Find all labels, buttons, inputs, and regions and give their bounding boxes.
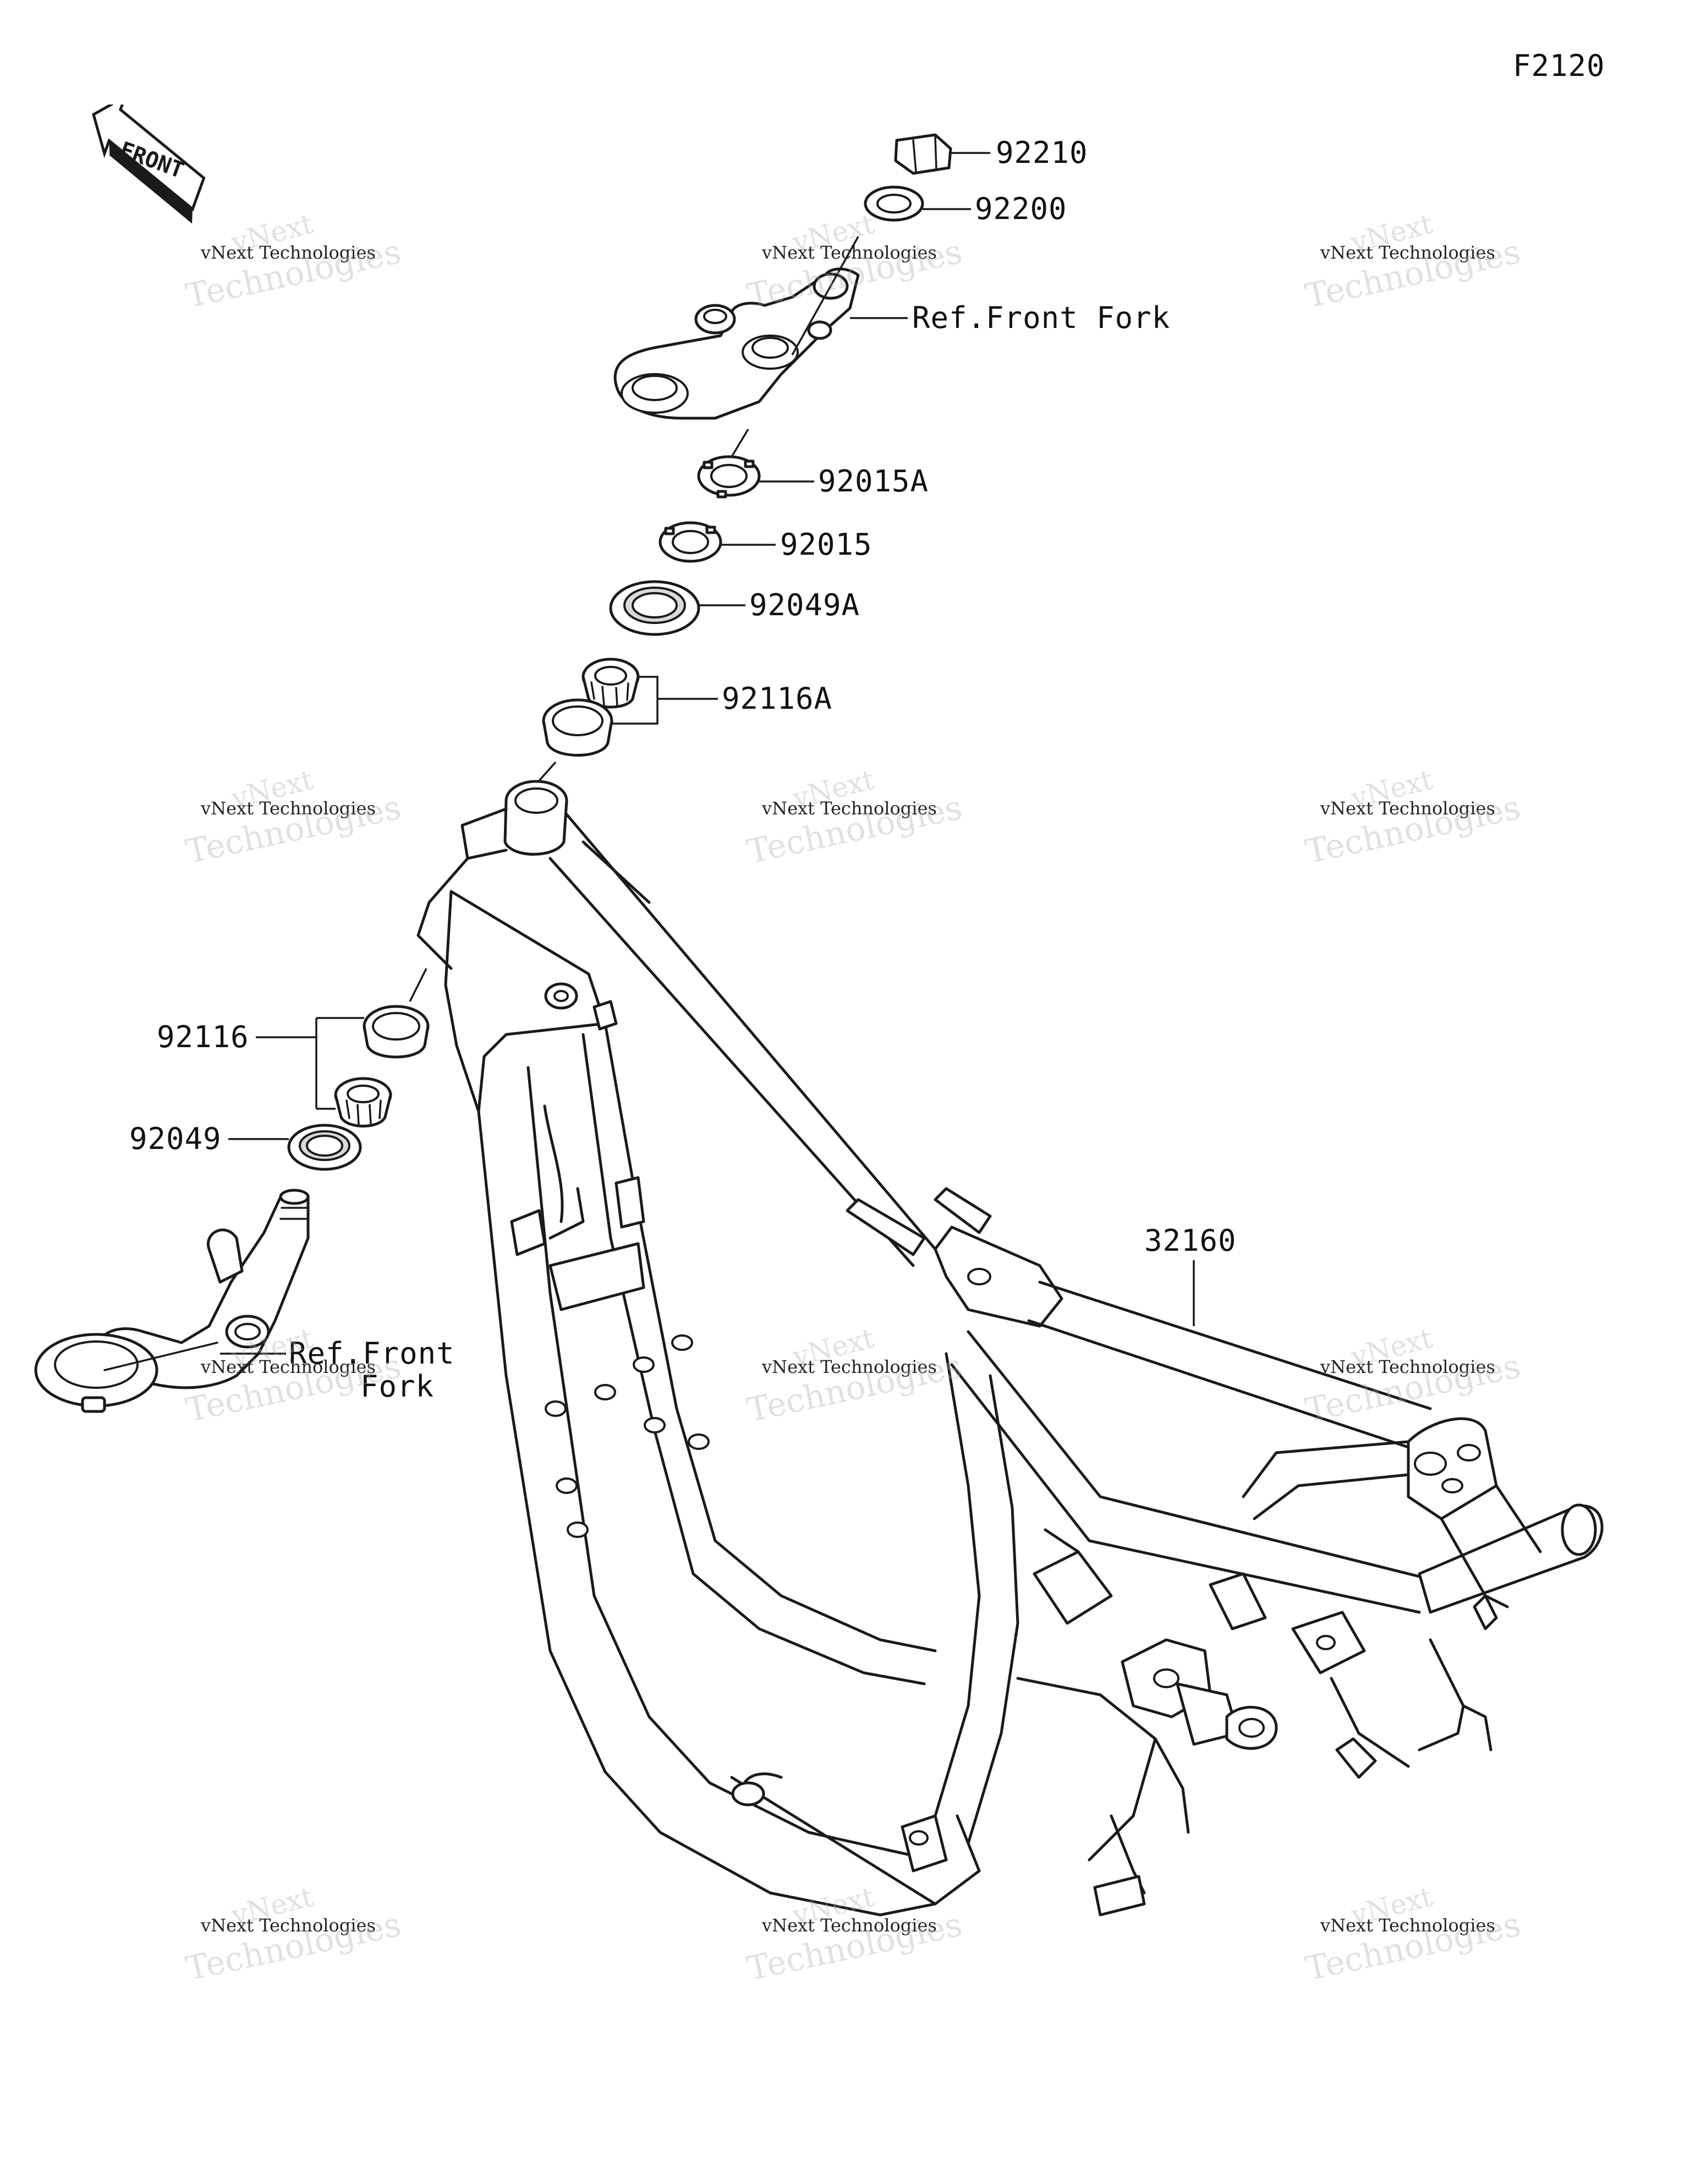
- callout-92116: 92116: [157, 1020, 249, 1054]
- callout-92116A: 92116A: [722, 681, 833, 716]
- leader-92116A: [612, 676, 718, 725]
- nut-92210: [894, 133, 952, 175]
- leader-92116: [256, 1017, 364, 1110]
- seal-92049: [287, 1124, 362, 1171]
- callout-92015A: 92015A: [818, 464, 929, 499]
- front-direction-arrow-icon: FRONT: [92, 105, 206, 224]
- frame-32160: [416, 780, 1604, 1917]
- callout-92049A: 92049A: [749, 588, 860, 622]
- locknut-92015: [659, 521, 722, 563]
- callout-92049: 92049: [129, 1121, 222, 1156]
- callout-92015: 92015: [780, 527, 873, 562]
- callout-ref-front-fork-lower-line1: Ref.Front: [289, 1336, 455, 1371]
- callout-92200: 92200: [975, 191, 1067, 226]
- bearing-92116-race: [363, 1005, 430, 1059]
- bearing-92116A-race: [542, 698, 613, 757]
- callout-ref-front-fork-upper: Ref.Front Fork: [912, 300, 1171, 335]
- callout-32160: 32160: [1144, 1223, 1237, 1258]
- bearing-92116A-cone: [581, 658, 640, 709]
- figure-code: F2120: [1513, 48, 1605, 83]
- upper-triple-clamp: [613, 267, 860, 420]
- washer-92200: [864, 185, 924, 222]
- callout-92210: 92210: [996, 135, 1088, 170]
- locknut-92015A: [697, 455, 761, 499]
- lower-triple-clamp-steering-stem: [34, 1189, 310, 1413]
- callout-ref-front-fork-lower-line2: Fork: [360, 1369, 435, 1404]
- bearing-92116-cone: [334, 1077, 392, 1127]
- seal-92049A: [609, 580, 700, 636]
